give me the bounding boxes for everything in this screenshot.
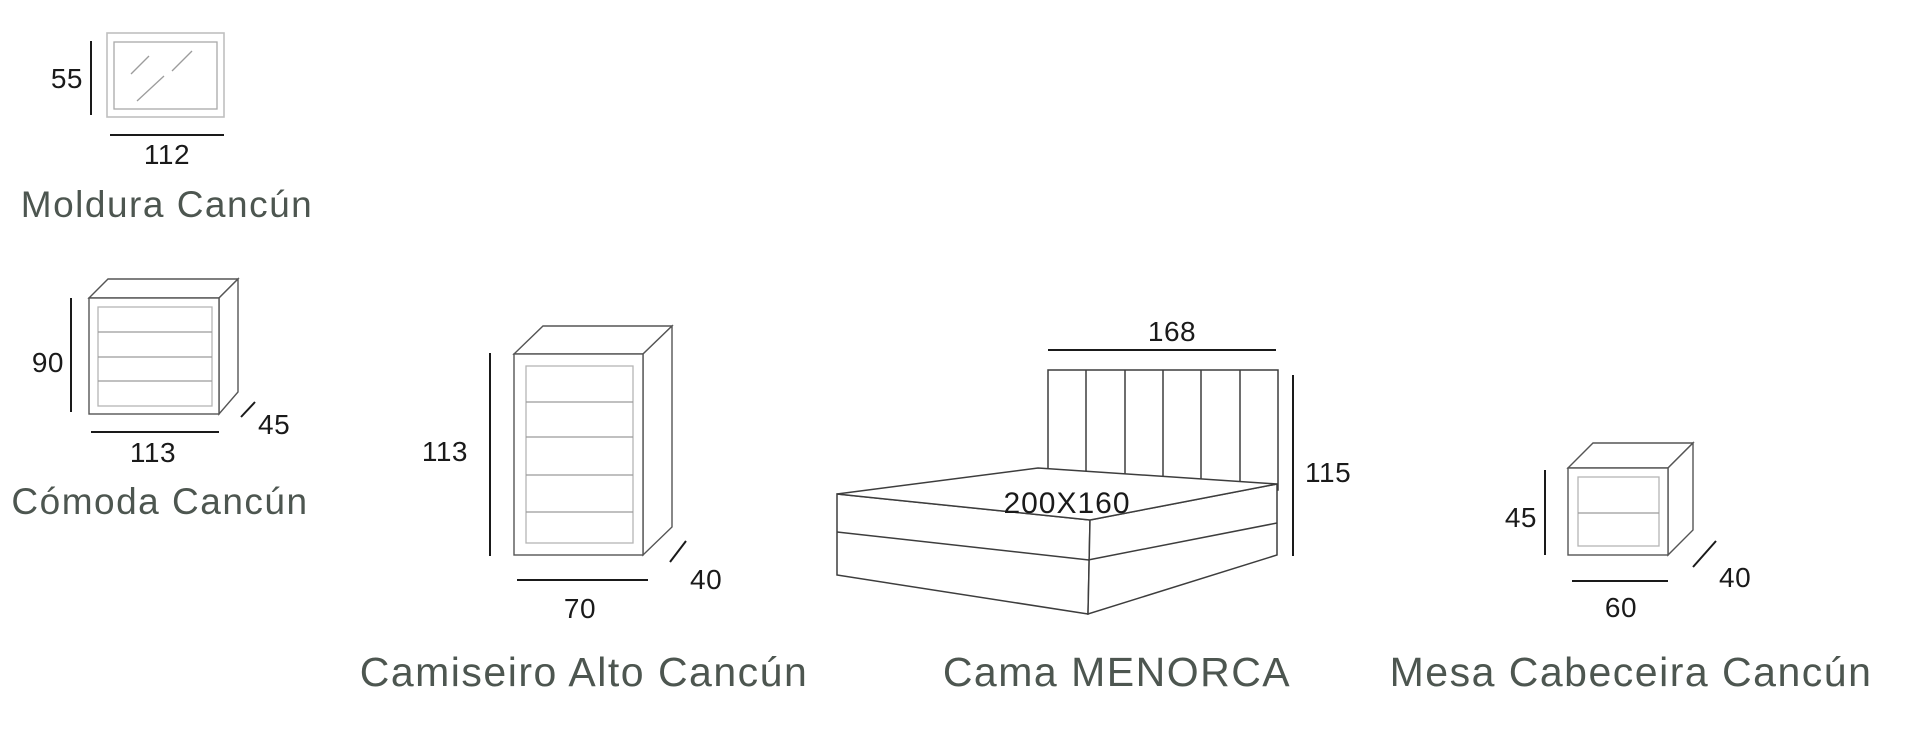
comoda-side-face bbox=[218, 277, 239, 416]
comoda-front-face bbox=[88, 297, 220, 415]
camiseiro-depth-value: 40 bbox=[690, 564, 722, 595]
comoda-depth-value: 45 bbox=[258, 409, 290, 440]
moldura-inner-frame bbox=[113, 41, 218, 110]
mesa-label: Mesa Cabeceira Cancún bbox=[1390, 649, 1873, 695]
mesa-drawer-panel bbox=[1577, 476, 1660, 547]
comoda-depth-dim-line bbox=[240, 401, 256, 418]
comoda-drawing: 90 113 45 Cómoda Cancún bbox=[11, 277, 308, 522]
moldura-width-value: 112 bbox=[144, 139, 190, 170]
cama-label: Cama MENORCA bbox=[943, 649, 1291, 695]
moldura-drawing: 55 112 Moldura Cancún bbox=[21, 32, 313, 225]
moldura-outer-frame bbox=[106, 32, 225, 118]
camiseiro-drawing: 113 70 40 Camiseiro Alto Cancún bbox=[360, 324, 809, 695]
moldura-height-value: 55 bbox=[51, 63, 83, 94]
moldura-reflection-line bbox=[130, 55, 150, 75]
moldura-label: Moldura Cancún bbox=[21, 184, 313, 225]
cama-headboard-width-value: 168 bbox=[1148, 316, 1196, 347]
camiseiro-label: Camiseiro Alto Cancún bbox=[360, 649, 809, 695]
comoda-width-value: 113 bbox=[130, 437, 176, 468]
cama-mattress-edge-left bbox=[836, 531, 1090, 561]
camiseiro-front-face bbox=[513, 353, 644, 556]
camiseiro-height-value: 113 bbox=[422, 436, 468, 467]
mesa-front-face bbox=[1567, 467, 1669, 556]
moldura-reflection-line bbox=[171, 50, 193, 72]
mesa-width-value: 60 bbox=[1605, 592, 1637, 623]
comoda-height-value: 90 bbox=[32, 347, 64, 378]
mesa-drawing: 45 60 40 Mesa Cabeceira Cancún bbox=[1390, 441, 1873, 695]
cama-mattress-edge-right bbox=[1087, 522, 1278, 561]
cama-height-value: 115 bbox=[1305, 457, 1351, 488]
camiseiro-depth-dim-line bbox=[669, 540, 687, 563]
mesa-depth-value: 40 bbox=[1719, 562, 1751, 593]
comoda-top-face bbox=[87, 278, 240, 299]
camiseiro-width-value: 70 bbox=[564, 593, 596, 624]
cama-drawing: 168 115 200X160 Cama MENORCA bbox=[836, 316, 1351, 695]
mesa-depth-dim-line bbox=[1692, 540, 1717, 568]
cama-surface-value: 200X160 bbox=[1003, 487, 1130, 520]
mesa-height-value: 45 bbox=[1505, 502, 1537, 533]
moldura-reflection-line bbox=[136, 75, 165, 102]
camiseiro-side-face bbox=[642, 324, 673, 557]
camiseiro-drawer-panel bbox=[525, 365, 634, 544]
cama-mattress-top bbox=[836, 467, 1278, 521]
comoda-label: Cómoda Cancún bbox=[11, 481, 308, 522]
